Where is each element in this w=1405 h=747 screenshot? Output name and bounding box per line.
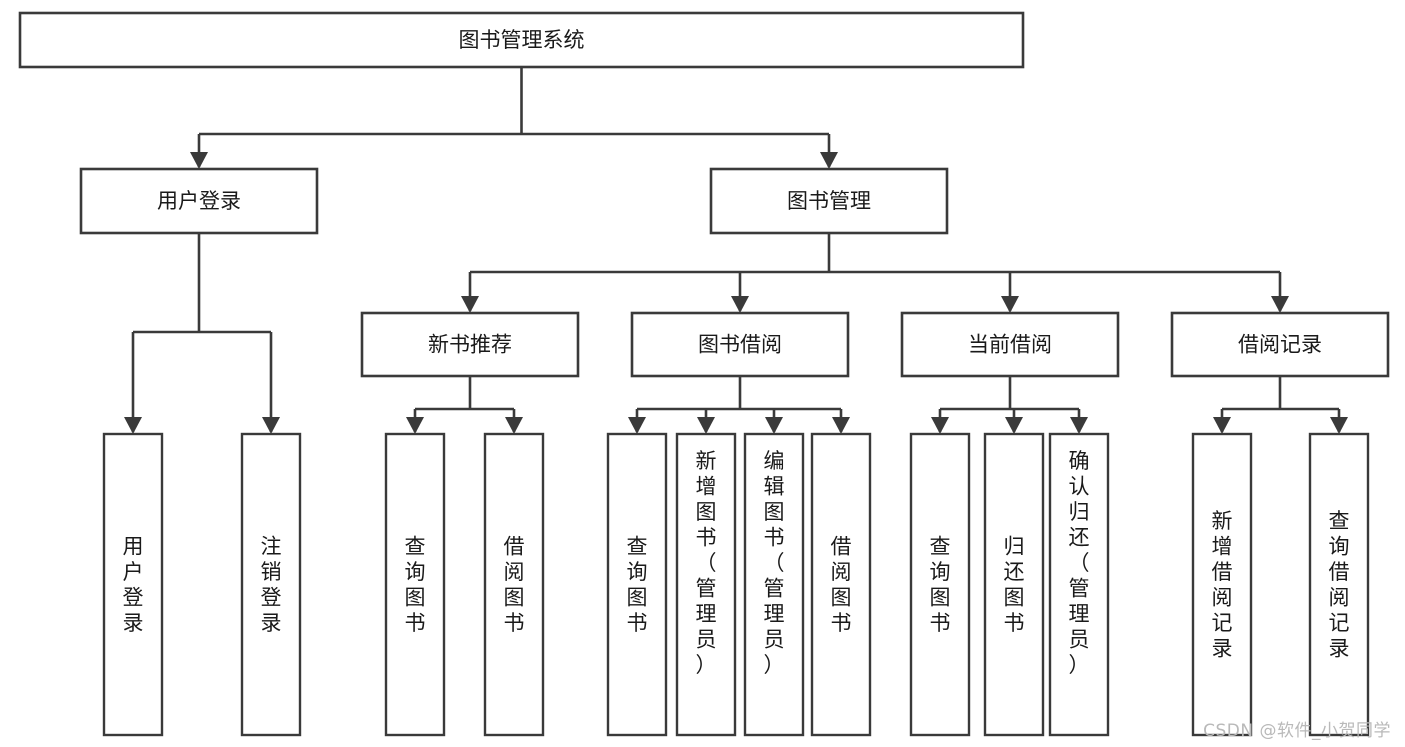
node-rect [240,432,302,737]
node-leaf-label-12: 查询借阅记录 [1329,509,1350,661]
arrow-head-icon [697,417,715,434]
node-leaf-4[interactable] [606,432,668,737]
node-rect [1191,432,1253,737]
arrow-head-icon [1271,296,1289,313]
node-rect [384,432,446,737]
node-leaf-0[interactable] [102,432,164,737]
node-level2-1[interactable] [709,167,949,235]
arrow-head-icon [765,417,783,434]
node-leaf-11[interactable] [1191,432,1253,737]
node-level3-label-0: 新书推荐 [428,333,512,357]
node-root-label: 图书管理系统 [459,28,585,52]
arrow-head-icon [124,417,142,434]
node-root[interactable] [18,11,1025,69]
arrow-head-icon [190,152,208,169]
node-level3-3[interactable] [1170,311,1390,378]
node-rect [1170,311,1390,378]
arrow-head-icon [1005,417,1023,434]
node-leaf-12[interactable] [1308,432,1370,737]
node-level2-0[interactable] [79,167,319,235]
node-leaf-label-2: 查询图书 [405,534,426,635]
node-leaf-9[interactable] [983,432,1045,737]
node-leaf-label-7: 借阅图书 [831,534,852,635]
node-leaf-7[interactable] [810,432,872,737]
node-rect [810,432,872,737]
arrow-head-icon [931,417,949,434]
arrow-head-icon [628,417,646,434]
node-level3-0[interactable] [360,311,580,378]
arrow-head-icon [1330,417,1348,434]
node-leaf-label-10: 确认归还（管理员） [1069,449,1090,677]
node-level3-label-3: 借阅记录 [1238,333,1322,357]
node-rect [483,432,545,737]
arrow-head-icon [1213,417,1231,434]
node-rect [18,11,1025,69]
node-rect [983,432,1045,737]
node-leaf-label-8: 查询图书 [930,534,951,635]
arrow-head-icon [1070,417,1088,434]
arrow-head-icon [262,417,280,434]
arrow-head-icon [731,296,749,313]
node-rect [79,167,319,235]
node-rect [900,311,1120,378]
node-level3-label-1: 图书借阅 [698,333,782,357]
node-leaf-2[interactable] [384,432,446,737]
node-level2-label-0: 用户登录 [157,189,241,213]
node-leaf-label-11: 新增借阅记录 [1212,509,1233,661]
node-rect [360,311,580,378]
node-leaf-6[interactable] [743,432,805,737]
node-rect [630,311,850,378]
node-leaf-label-4: 查询图书 [627,534,648,635]
node-leaf-label-5: 新增图书（管理员） [696,449,717,677]
node-rect [709,167,949,235]
node-rect [606,432,668,737]
node-rect [1308,432,1370,737]
node-leaf-8[interactable] [909,432,971,737]
node-leaf-5[interactable] [675,432,737,737]
node-rect [1048,432,1110,737]
arrow-head-icon [505,417,523,434]
node-leaf-label-6: 编辑图书（管理员） [764,449,785,677]
node-leaf-label-3: 借阅图书 [504,534,525,635]
node-leaf-3[interactable] [483,432,545,737]
node-level3-2[interactable] [900,311,1120,378]
node-rect [675,432,737,737]
node-leaf-10[interactable] [1048,432,1110,737]
arrow-head-icon [461,296,479,313]
arrow-head-icon [832,417,850,434]
arrow-head-icon [1001,296,1019,313]
node-level3-label-2: 当前借阅 [968,333,1052,357]
node-level2-label-1: 图书管理 [787,189,871,213]
node-leaf-label-0: 用户登录 [123,534,144,635]
node-leaf-label-9: 归还图书 [1004,534,1025,635]
node-rect [102,432,164,737]
connector-lines [124,67,1348,434]
node-rect [909,432,971,737]
node-rect [743,432,805,737]
arrow-head-icon [820,152,838,169]
node-leaf-label-1: 注销登录 [261,534,282,635]
arrow-head-icon [406,417,424,434]
node-boxes: 图书管理系统用户登录图书管理新书推荐图书借阅当前借阅借阅记录用户登录注销登录查询… [18,11,1390,737]
node-level3-1[interactable] [630,311,850,378]
node-leaf-1[interactable] [240,432,302,737]
